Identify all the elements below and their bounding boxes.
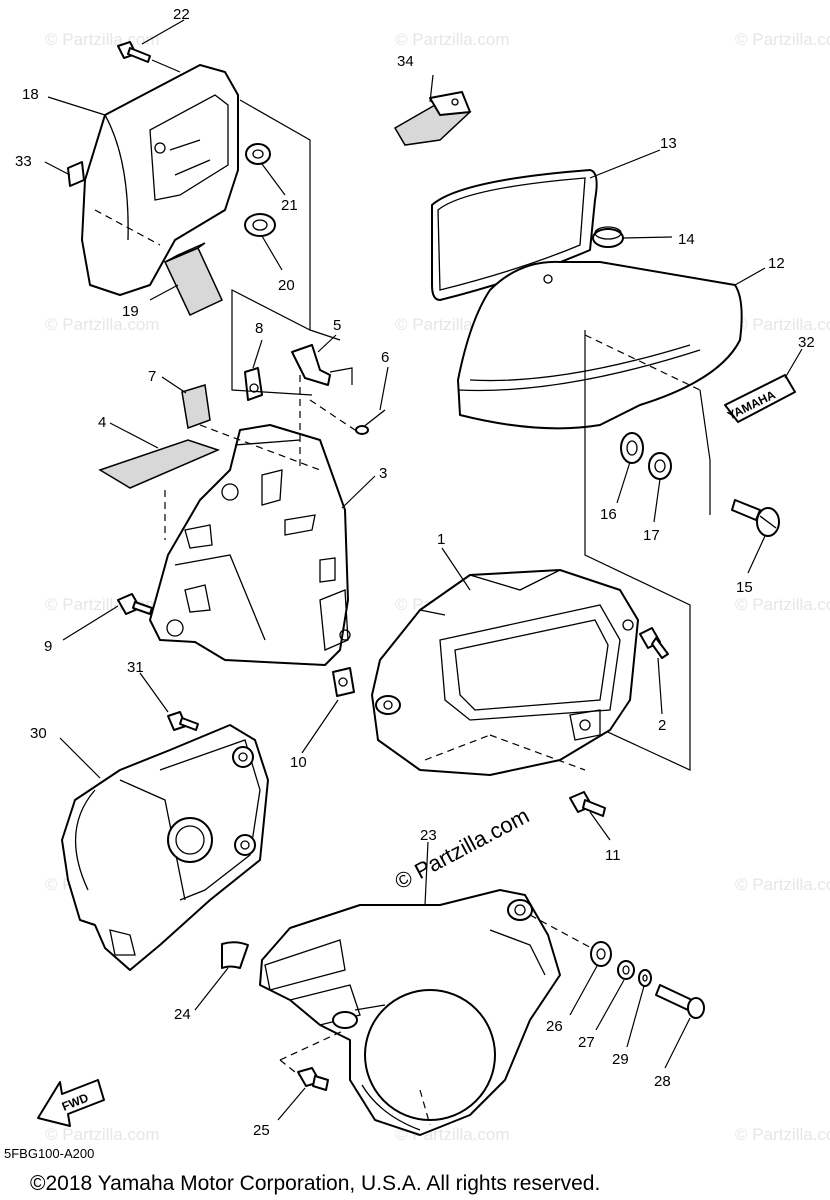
center-watermark: © Partzilla.com (391, 803, 534, 895)
callout-12: 12 (768, 255, 785, 272)
watermark-text: © Partzilla.com (735, 1125, 830, 1144)
callout-11: 11 (605, 847, 621, 864)
callout-24: 24 (174, 1006, 191, 1023)
callout-9: 9 (44, 638, 52, 655)
watermark-text: © Partzilla.com (395, 30, 510, 49)
callout-25: 25 (253, 1122, 270, 1139)
part-6-pin (355, 409, 386, 435)
callout-22: 22 (173, 6, 190, 23)
callout-26: 26 (546, 1018, 563, 1035)
copyright-notice: ©2018 Yamaha Motor Corporation, U.S.A. A… (30, 1172, 600, 1195)
part-17-grommet (648, 452, 672, 480)
diagram-code: 5FBG100-A200 (4, 1146, 94, 1161)
part-13-pad (431, 169, 598, 301)
part-20-grommet (244, 213, 276, 237)
callout-3: 3 (379, 465, 387, 482)
part-11-bolt (569, 791, 606, 817)
part-8-clip (244, 367, 263, 401)
part-32-yamaha-label: YAMAHA (724, 374, 796, 423)
callout-29: 29 (612, 1051, 629, 1068)
callout-18: 18 (22, 86, 39, 103)
part-3-bracket (149, 375, 356, 666)
watermark-text: © Partzilla.com (735, 595, 830, 614)
callout-14: 14 (678, 231, 695, 248)
part-22-bolt (117, 41, 181, 73)
callout-31: 31 (127, 659, 144, 676)
part-23-cover (259, 889, 596, 1136)
callout-6: 6 (381, 349, 389, 366)
callout-15: 15 (736, 579, 753, 596)
callout-5: 5 (333, 317, 341, 334)
callout-16: 16 (600, 506, 617, 523)
callout-4: 4 (98, 414, 106, 431)
part-29-washer (638, 969, 652, 987)
watermark-text: © Partzilla.com (45, 1125, 160, 1144)
callout-23: 23 (420, 827, 437, 844)
callout-34: 34 (397, 53, 414, 70)
part-4-pad (98, 439, 221, 489)
watermark-text: © Partzilla.com (735, 30, 830, 49)
part-16-grommet (620, 432, 644, 464)
watermark-text: © Partzilla.com (45, 30, 160, 49)
part-24-seal (221, 941, 249, 969)
part-7-pad (181, 384, 211, 430)
part-2-bolt (639, 627, 669, 659)
part-27-collar (617, 960, 635, 980)
callout-28: 28 (654, 1073, 671, 1090)
part-21-grommet (245, 143, 271, 165)
watermark-text: © Partzilla.com (735, 875, 830, 894)
callout-1: 1 (437, 531, 445, 548)
callout-27: 27 (578, 1034, 595, 1051)
callout-21: 21 (281, 197, 298, 214)
part-28-bolt (655, 984, 705, 1019)
part-33-tab (67, 161, 85, 187)
part-18-cover (81, 64, 239, 296)
part-31-bolt (167, 711, 199, 731)
part-30-cover (61, 724, 269, 971)
part-10-clip (332, 667, 355, 697)
fwd-arrow-icon: FWD (37, 1079, 105, 1127)
callout-13: 13 (660, 135, 677, 152)
callout-8: 8 (255, 320, 263, 337)
part-14-grommet (592, 226, 624, 248)
callout-leaders (44, 19, 803, 1121)
callout-33: 33 (15, 153, 32, 170)
part-34-bracket (393, 91, 472, 146)
callout-2: 2 (658, 717, 666, 734)
part-5-bracket (291, 344, 331, 386)
callout-labels: 22 18 33 21 20 19 8 5 6 7 4 3 9 10 1 2 1… (15, 6, 815, 1139)
callout-7: 7 (148, 368, 156, 385)
callout-17: 17 (643, 527, 660, 544)
watermark-text: © Partzilla.com (735, 315, 830, 334)
part-9-bolt (117, 593, 153, 615)
part-25-bolt (297, 1067, 329, 1091)
part-19-foam (163, 242, 223, 316)
part-15-screw (731, 499, 780, 537)
callout-10: 10 (290, 754, 307, 771)
part-1-airbox-cover (371, 569, 639, 776)
callout-20: 20 (278, 277, 295, 294)
callout-30: 30 (30, 725, 47, 742)
watermark-text: © Partzilla.com (45, 315, 160, 334)
callout-32: 32 (798, 334, 815, 351)
callout-19: 19 (122, 303, 139, 320)
part-26-grommet (590, 941, 612, 967)
part-12-side-cover (457, 260, 743, 771)
